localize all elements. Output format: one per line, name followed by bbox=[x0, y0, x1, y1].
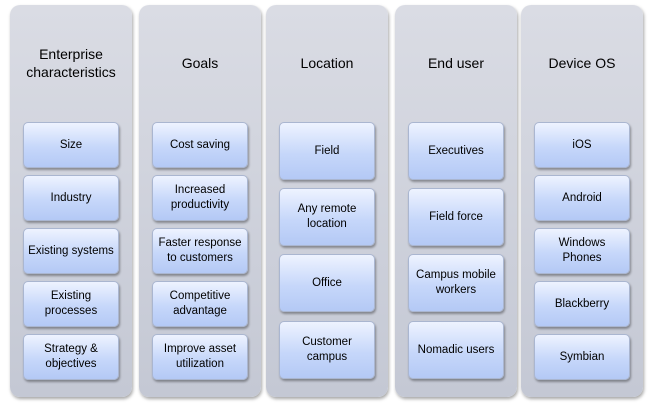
item-customer-campus: Customer campus bbox=[279, 321, 375, 379]
item-cost-saving: Cost saving bbox=[152, 122, 248, 168]
column-end-user: End user Executives Field force Campus m… bbox=[395, 5, 517, 397]
item-improve-asset-utilization: Improve asset utilization bbox=[152, 334, 248, 380]
item-industry: Industry bbox=[23, 175, 119, 221]
column-title: Location bbox=[300, 54, 354, 71]
column-title: End user bbox=[427, 54, 485, 71]
column-goals: Goals Cost saving Increased productivity… bbox=[139, 5, 261, 397]
column-device-os: Device OS iOS Android Windows Phones Bla… bbox=[521, 5, 643, 397]
column-title: Device OS bbox=[548, 54, 616, 71]
item-windows-phones: Windows Phones bbox=[534, 228, 630, 274]
item-nomadic-users: Nomadic users bbox=[408, 321, 504, 379]
item-existing-systems: Existing systems bbox=[23, 228, 119, 274]
item-field-force: Field force bbox=[408, 188, 504, 246]
item-android: Android bbox=[534, 175, 630, 221]
item-any-remote-location: Any remote location bbox=[279, 188, 375, 246]
item-symbian: Symbian bbox=[534, 334, 630, 380]
item-ios: iOS bbox=[534, 122, 630, 168]
column-enterprise-characteristics: Enterprise characteristics Size Industry… bbox=[10, 5, 132, 397]
item-competitive-advantage: Competitive advantage bbox=[152, 281, 248, 327]
item-campus-mobile-workers: Campus mobile workers bbox=[408, 254, 504, 312]
column-title: Goals bbox=[181, 54, 219, 71]
item-office: Office bbox=[279, 254, 375, 312]
column-location: Location Field Any remote location Offic… bbox=[266, 5, 388, 397]
item-strategy-objectives: Strategy & objectives bbox=[23, 334, 119, 380]
item-faster-response: Faster response to customers bbox=[152, 228, 248, 274]
item-blackberry: Blackberry bbox=[534, 281, 630, 327]
item-size: Size bbox=[23, 122, 119, 168]
column-title: Enterprise characteristics bbox=[26, 45, 116, 80]
item-field: Field bbox=[279, 122, 375, 180]
item-existing-processes: Existing processes bbox=[23, 281, 119, 327]
item-increased-productivity: Increased productivity bbox=[152, 175, 248, 221]
item-executives: Executives bbox=[408, 122, 504, 180]
